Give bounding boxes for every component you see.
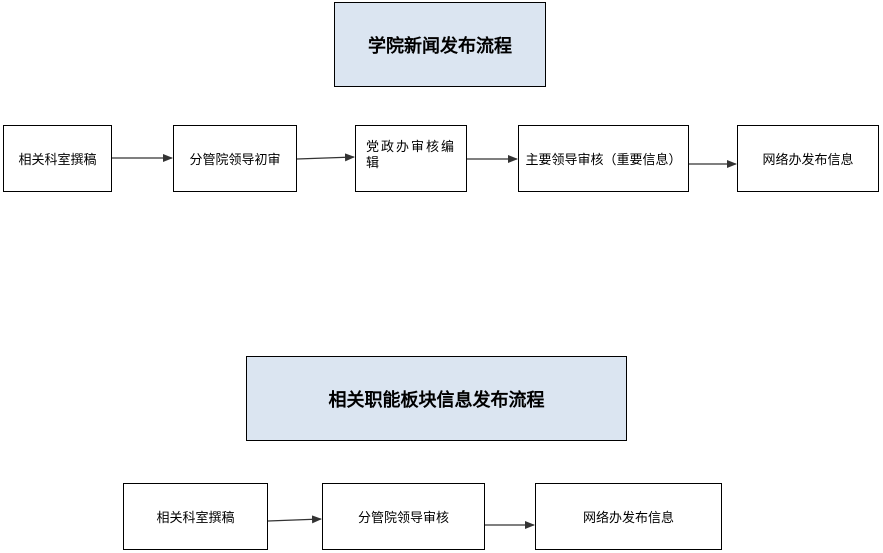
flow2-step-review: 分管院领导审核 [322, 483, 485, 550]
flow2-title-text: 相关职能板块信息发布流程 [328, 389, 545, 411]
flow1-step-preliminary-review: 分管院领导初审 [173, 125, 297, 192]
flow1-arrow-2 [296, 153, 355, 162]
flow1-title-text: 学院新闻发布流程 [368, 35, 512, 57]
flow1-step-office-edit-label: 党政办审核编辑 [366, 140, 457, 171]
flow2-step-publish-label: 网络办发布信息 [582, 511, 674, 526]
flow2-step-publish: 网络办发布信息 [535, 483, 722, 550]
flow2-step-drafting-label: 相关科室撰稿 [156, 511, 235, 526]
flow1-step-drafting: 相关科室撰稿 [3, 125, 112, 192]
flow1-step-publish: 网络办发布信息 [737, 125, 879, 192]
flow1-step-office-edit: 党政办审核编辑 [355, 125, 467, 192]
flow2-step-review-label: 分管院领导审核 [357, 511, 449, 526]
flow2-arrow-1 [267, 515, 322, 524]
flow2-title: 相关职能板块信息发布流程 [246, 356, 627, 441]
flow1-step-drafting-label: 相关科室撰稿 [18, 153, 97, 168]
flow2-step-drafting: 相关科室撰稿 [123, 483, 268, 550]
flow1-step-leader-review: 主要领导审核（重要信息） [518, 125, 689, 192]
flow1-step-leader-review-label: 主要领导审核（重要信息） [525, 153, 682, 168]
flow1-step-publish-label: 网络办发布信息 [762, 153, 854, 168]
flow1-title: 学院新闻发布流程 [334, 2, 546, 87]
flow1-step-preliminary-review-label: 分管院领导初审 [189, 153, 281, 168]
